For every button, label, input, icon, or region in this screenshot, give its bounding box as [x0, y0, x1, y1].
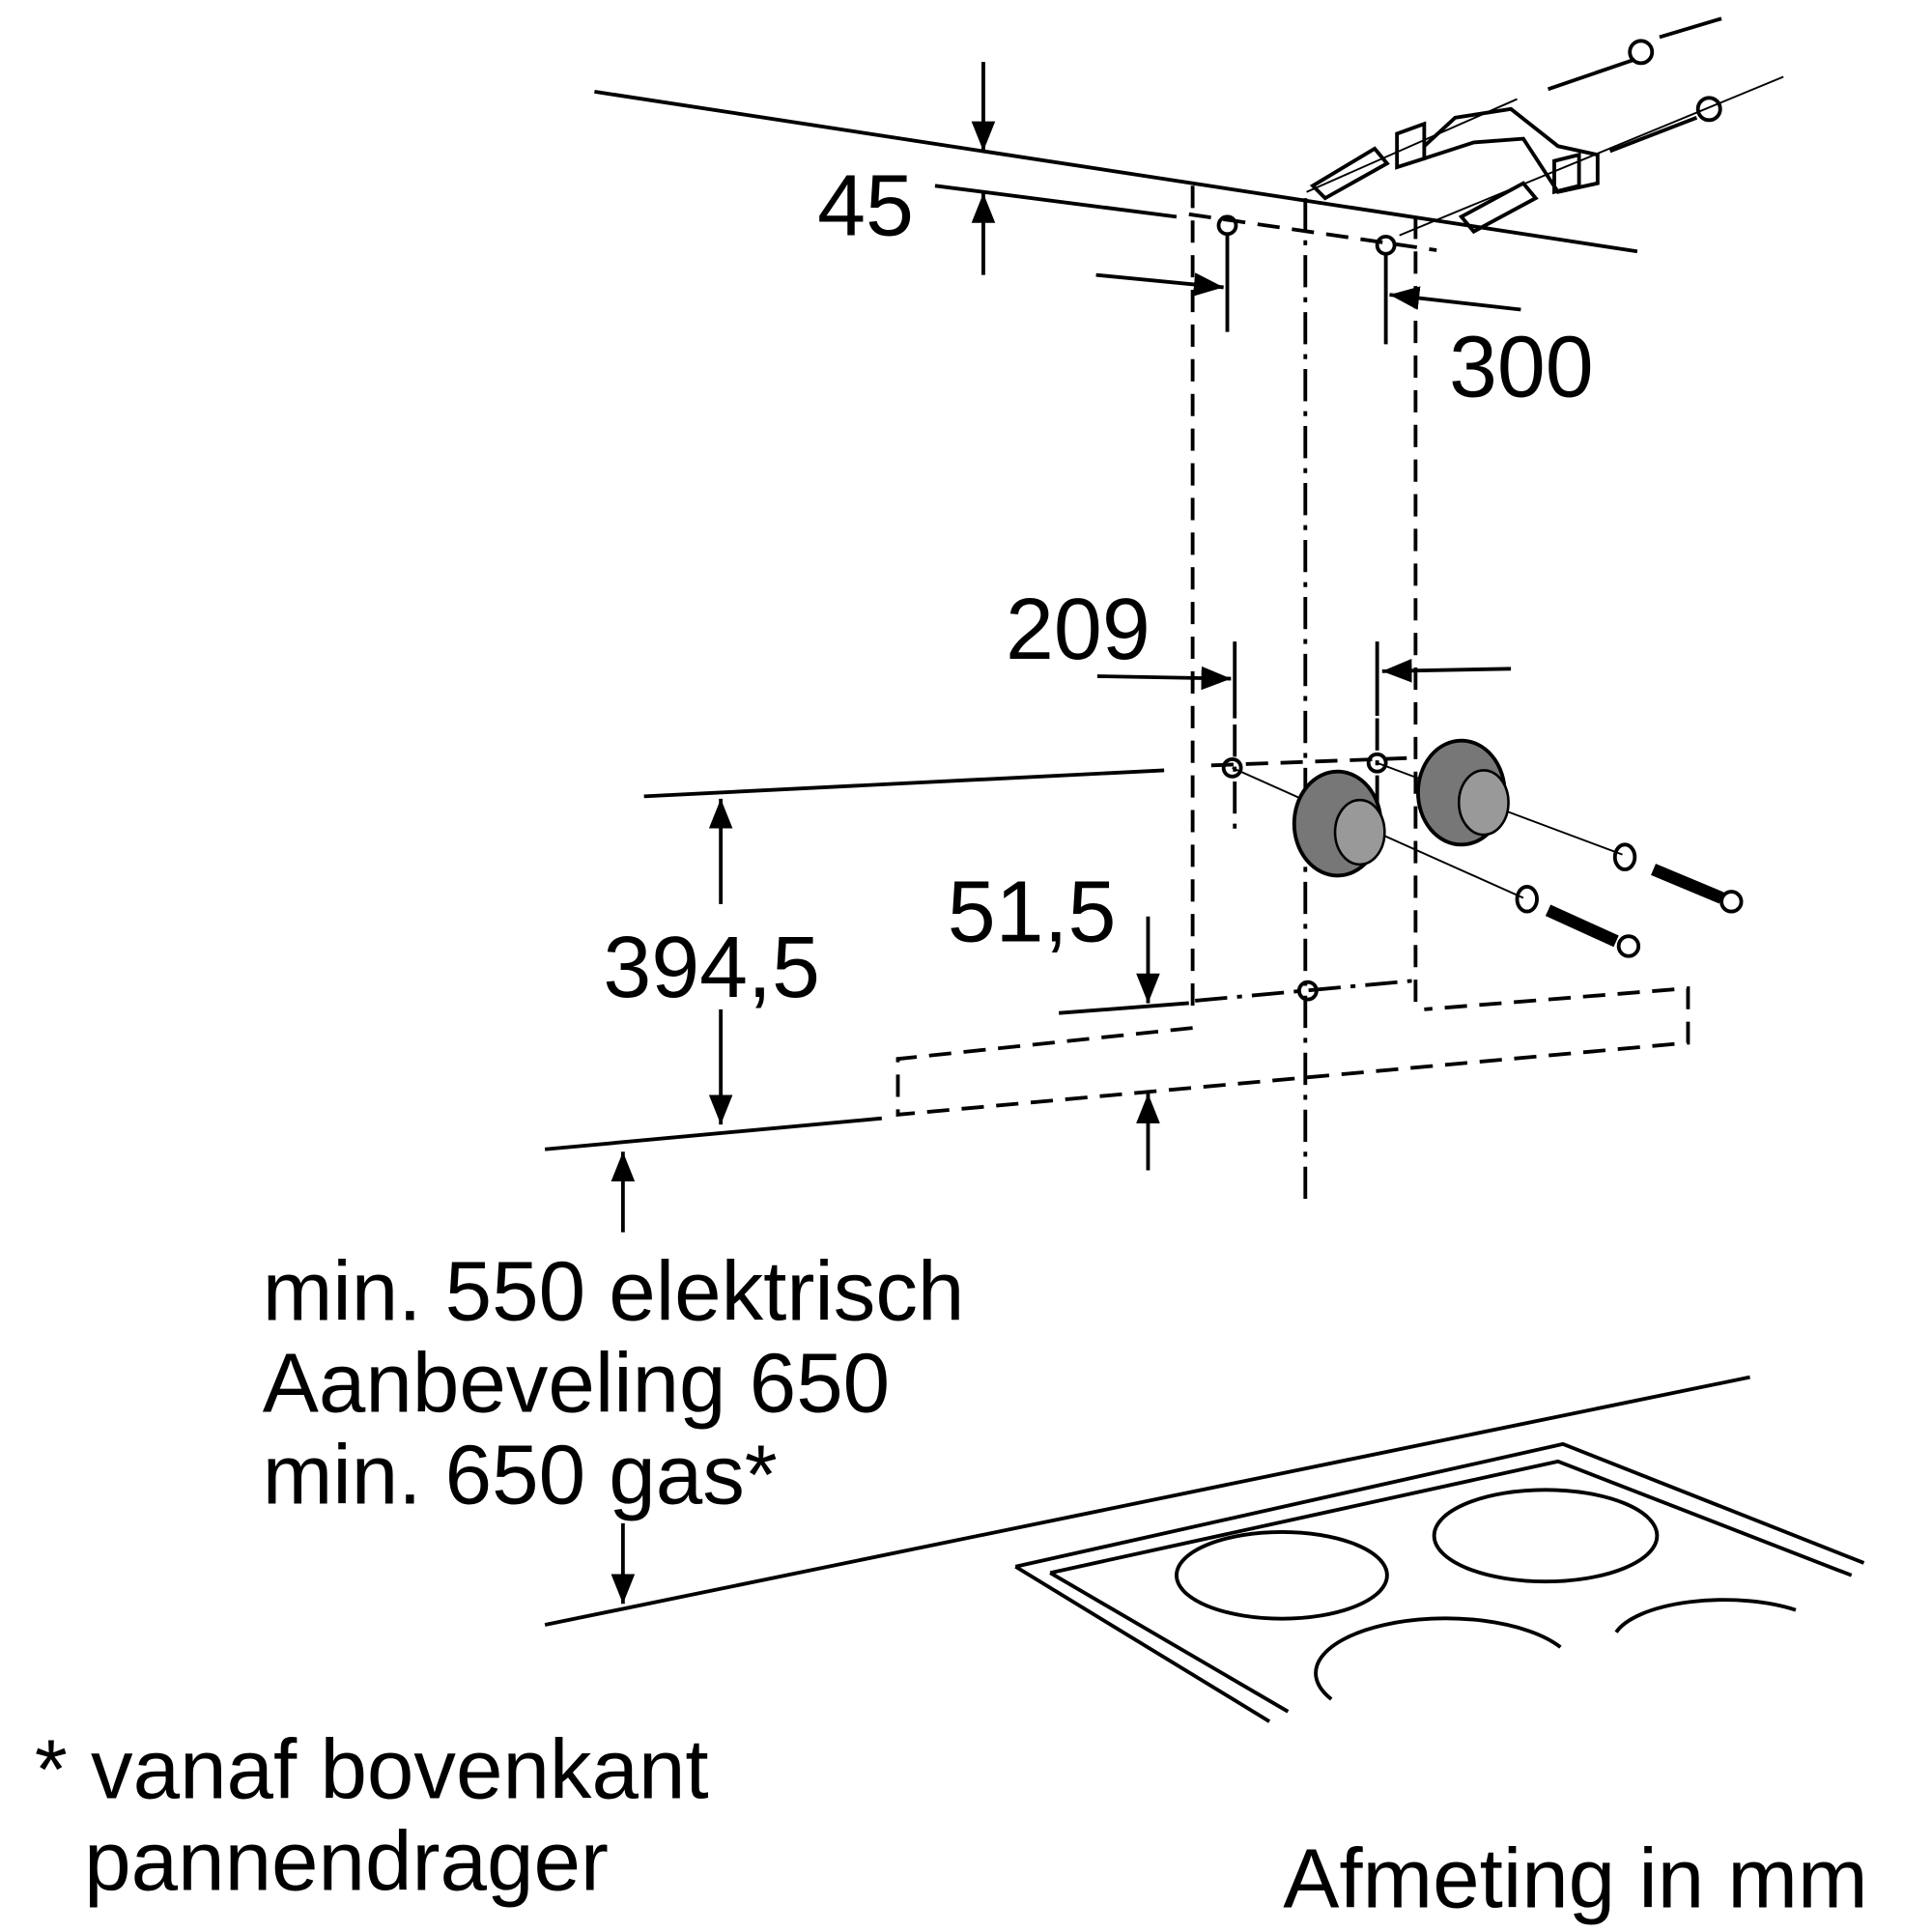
dim-209-label: 209 — [1006, 582, 1151, 678]
dimension-209: 209 — [1006, 582, 1512, 837]
dimension-300: 300 — [1095, 272, 1594, 415]
footnote-line-2: pannendrager — [84, 1814, 609, 1908]
dim-45-label: 45 — [817, 158, 914, 255]
hob-icon — [544, 1375, 1865, 1723]
dimension-394-5: 394,5 — [603, 798, 820, 1125]
clearance-line-3: min. 650 gas* — [263, 1428, 778, 1521]
ceiling-line — [594, 89, 1638, 254]
dimension-45: 45 — [817, 62, 996, 275]
clearance-dimension: min. 550 elektrisch Aanbeveling 650 min.… — [263, 1151, 965, 1605]
wall-plugs-icon — [1221, 738, 1744, 958]
top-holes — [1216, 214, 1397, 345]
clearance-line-1: min. 550 elektrisch — [263, 1245, 965, 1339]
unit-note: Afmeting in mm — [1283, 1832, 1867, 1925]
hood-outline — [544, 768, 1690, 1151]
footnote-line-1: * vanaf bovenkant — [35, 1723, 709, 1817]
dimension-51-5: 51,5 — [948, 864, 1160, 1171]
dim-300-label: 300 — [1449, 319, 1594, 415]
dim-394-5-label: 394,5 — [603, 920, 820, 1016]
dim-51-5-label: 51,5 — [948, 864, 1117, 960]
chimney-outline — [1188, 185, 1437, 1202]
wall-bracket-icon — [1306, 16, 1784, 237]
clearance-line-2: Aanbeveling 650 — [263, 1337, 890, 1431]
